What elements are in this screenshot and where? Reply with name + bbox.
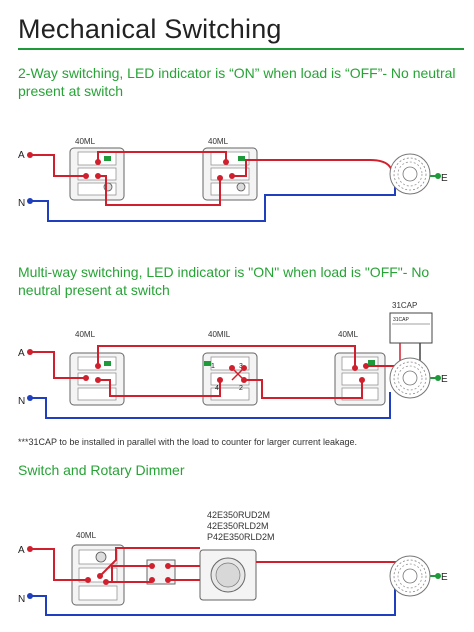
led-indicator: [368, 360, 375, 365]
neutral-wire: [30, 186, 396, 222]
section1-heading: 2-Way switching, LED indicator is “ON” w…: [18, 64, 456, 100]
section2-heading: Multi-way switching, LED indicator is "O…: [18, 263, 429, 299]
active-wire: [30, 548, 88, 581]
terminal-2: 2: [239, 385, 243, 392]
switch-label: 40ML: [76, 531, 97, 540]
section1-heading-line1: 2-Way switching, LED indicator is “ON” w…: [18, 65, 456, 81]
active-label: A: [18, 150, 25, 161]
dimmed-active: [256, 561, 396, 570]
active-wire: [30, 154, 86, 177]
earth-label: E: [441, 572, 448, 583]
page-title: Mechanical Switching: [18, 14, 282, 44]
neutral-label: N: [18, 198, 25, 209]
light-fitting: [389, 357, 431, 399]
switch-mil-label: 40MIL: [208, 330, 231, 339]
terminal-neutral: [27, 198, 33, 204]
capacitor-31cap: [389, 312, 433, 344]
earth-label: E: [441, 374, 448, 385]
strapper-wire-bottom: [98, 175, 221, 206]
section2-heading-line2: neutral present at switch: [18, 282, 170, 298]
led-indicator: [104, 361, 111, 366]
terminal-1: 1: [211, 363, 215, 370]
terminal-4: 4: [215, 385, 219, 392]
light-fitting: [389, 153, 431, 195]
dimmer-model-2: 42E350RLD2M: [207, 521, 269, 531]
dimmer-model-3: P42E350RLD2M: [207, 532, 275, 542]
strapper-bottom: [98, 379, 221, 397]
cap-label: 31CAP: [392, 301, 417, 310]
switch-b-label: 40ML: [338, 330, 359, 339]
neutral-wire: [30, 586, 396, 616]
neutral-label: N: [18, 594, 25, 605]
led-indicator: [104, 156, 111, 161]
led-indicator: [204, 361, 211, 366]
diagram-dimmer: 40ML 42E350RUD2M 42E350RLD2M P42E350RLD2…: [18, 510, 448, 616]
section3-heading: Switch and Rotary Dimmer: [18, 462, 185, 478]
section1-heading-line2: present at switch: [18, 83, 124, 99]
earth-label: E: [441, 173, 448, 184]
strapper-wire-top: [97, 151, 227, 162]
strapper-bottom-2: [244, 379, 363, 399]
active-label: A: [18, 545, 25, 556]
active-label: A: [18, 348, 25, 359]
switch2-label: 40ML: [208, 137, 229, 146]
diagram-multiway: 40ML 40MIL 40ML 31CAP 31CAP A N E 1 3 4 …: [18, 301, 448, 419]
neutral-wire: [30, 392, 391, 419]
light-fitting: [389, 555, 431, 597]
diagram-2way: 40ML 40ML A N E: [18, 137, 448, 222]
terminal-3: 3: [239, 363, 243, 370]
cap-box-title: 31CAP: [393, 317, 410, 323]
terminal-active: [27, 152, 33, 158]
switch-to-dimmer-wire: [99, 547, 200, 577]
active-wire: [30, 351, 86, 379]
switch-a-label: 40ML: [75, 330, 96, 339]
switch1-label: 40ML: [75, 137, 96, 146]
strapper-wire: [106, 565, 152, 583]
dimmer-model-1: 42E350RUD2M: [207, 510, 270, 520]
strapper-top: [97, 345, 356, 368]
title-divider: [18, 48, 464, 50]
neutral-label: N: [18, 396, 25, 407]
dimmer-inputs: [168, 565, 200, 581]
led-indicator: [238, 156, 245, 161]
section2-heading-line1: Multi-way switching, LED indicator is "O…: [18, 264, 430, 280]
cap-note: ***31CAP to be installed in parallel wit…: [18, 437, 358, 447]
